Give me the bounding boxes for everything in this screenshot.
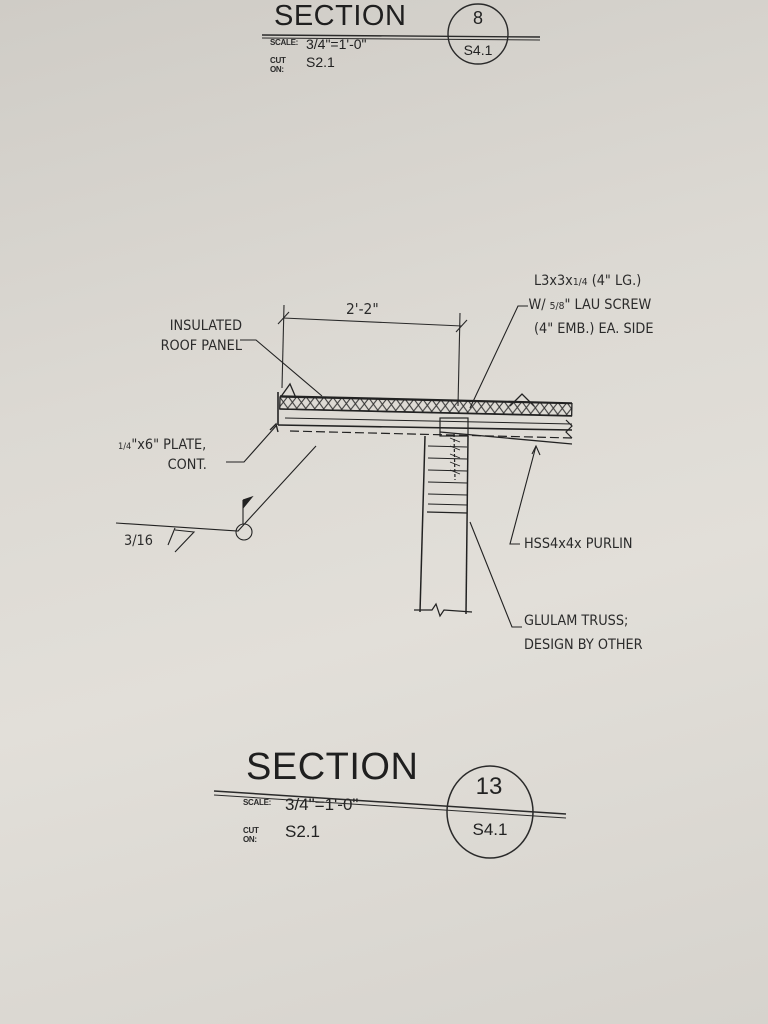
glulam-truss: [414, 435, 473, 618]
purlin-note: HSS4x4x PURLIN: [524, 536, 633, 552]
section-13-title-lines: [213, 765, 567, 859]
section-8-cut-key: CUT ON:: [270, 56, 286, 74]
section-13-bubble: [446, 765, 534, 859]
hss-purlin: [277, 392, 573, 445]
section-8-title-lines: [261, 3, 541, 65]
insulated-roof-panel: [279, 382, 573, 417]
section-13-number: 13: [475, 773, 503, 800]
glulam-truss-line2: DESIGN BY OTHER: [524, 637, 643, 653]
plate-fraction: 1/4: [118, 442, 132, 452]
section-8-scale-value: 3/4"=1'-0": [306, 36, 367, 52]
section-13-cut-key: CUT ON:: [243, 826, 259, 844]
section-13-title: SECTION: [246, 746, 419, 788]
plate-line2: CONT.: [167, 457, 207, 473]
section-13-scale-key: SCALE:: [243, 798, 271, 807]
insulated-roof-panel-line1: INSULATED: [169, 318, 242, 334]
section-8-scale-key: SCALE:: [270, 38, 298, 47]
glulam-truss-line1: GLULAM TRUSS;: [524, 613, 629, 629]
glulam-truss-note: GLULAM TRUSS; DESIGN BY OTHER: [524, 612, 643, 653]
angle-note-line1: L3x3x1/4 (4" LG.): [534, 273, 642, 289]
dimension-label: 2'-2": [346, 300, 379, 318]
section-8-number: 8: [472, 8, 483, 28]
angle-note-line2: W/ 5/8" LAU SCREW: [528, 297, 652, 313]
section-8-sheet-ref: S4.1: [463, 42, 493, 58]
angle-bracket: [439, 417, 469, 481]
section-8-bubble: [447, 3, 509, 65]
plate-line1: "x6" PLATE,: [131, 437, 207, 453]
insulated-roof-panel-line2: ROOF PANEL: [160, 338, 242, 354]
plate-note: 1/4"x6" PLATE, CONT.: [118, 436, 207, 473]
section-13-sheet-ref: S4.1: [472, 820, 508, 839]
angle-note-line3: (4" EMB.) EA. SIDE: [534, 321, 654, 337]
section-8-title: SECTION: [274, 0, 407, 32]
leader-lines: [115, 305, 541, 628]
section-8-cut-value: S2.1: [306, 54, 335, 70]
weld-size-label: 3/16: [124, 533, 153, 549]
angle-bracket-note: L3x3x1/4 (4" LG.) W/ 5/8" LAU SCREW (4" …: [528, 272, 653, 337]
dimension-line: [277, 304, 468, 407]
section-13-cut-value: S2.1: [285, 822, 320, 841]
